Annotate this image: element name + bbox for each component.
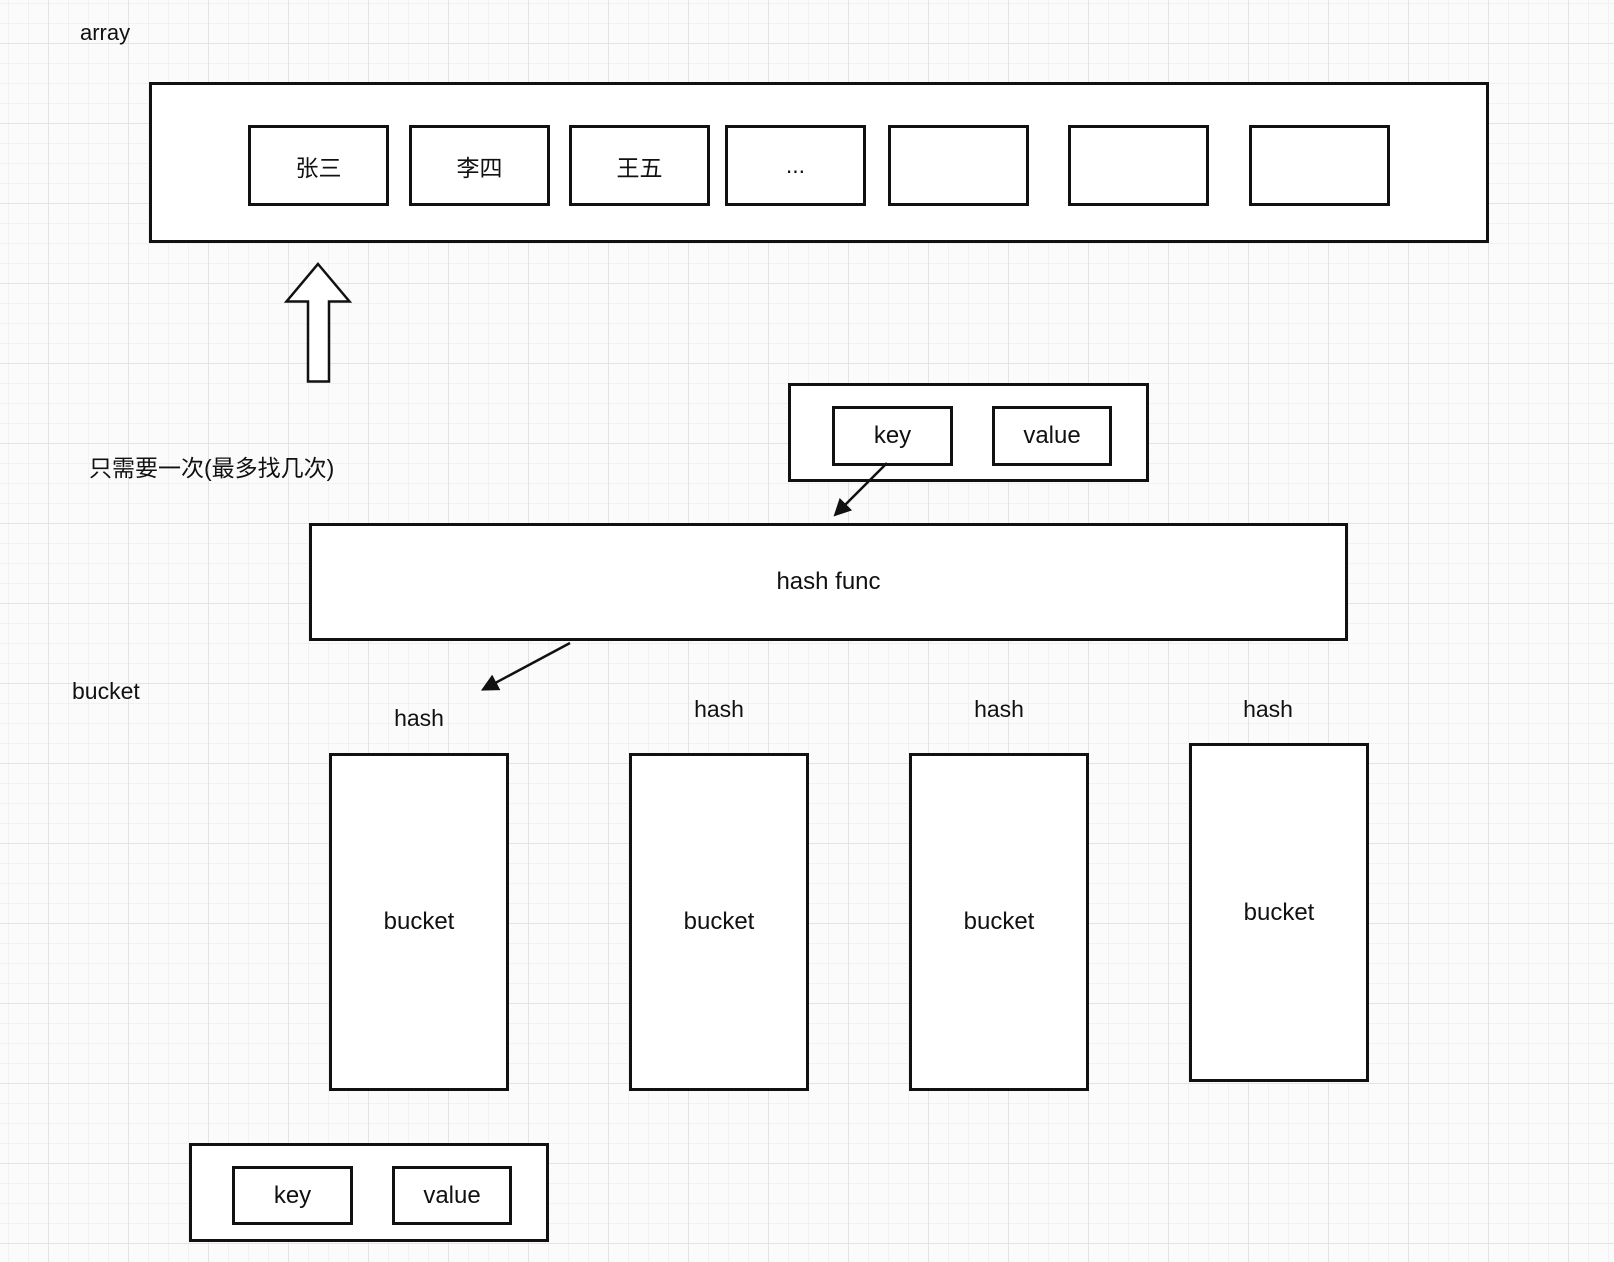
array-container: 张三 李四 王五 ... <box>149 82 1489 243</box>
array-up-arrow <box>283 262 353 383</box>
bucket-box: bucket <box>629 753 809 1091</box>
bucket-box: bucket <box>909 753 1089 1091</box>
bucket-hash-label: hash <box>1243 696 1293 722</box>
kv-pair-top: key value <box>788 383 1149 482</box>
key-box: key <box>832 406 953 466</box>
bucket-hash-label: hash <box>394 705 444 731</box>
array-cell: 王五 <box>569 125 710 206</box>
array-section-label: array <box>80 20 131 45</box>
array-cell: ... <box>725 125 866 206</box>
bucket-section-label: bucket <box>72 678 140 704</box>
key-box: key <box>232 1166 353 1225</box>
value-box: value <box>992 406 1112 466</box>
array-cell: 李四 <box>409 125 550 206</box>
hash-func-box: hash func <box>309 523 1348 641</box>
note-text: 只需要一次(最多找几次) <box>89 455 335 481</box>
array-cell <box>1068 125 1209 206</box>
bucket-hash-label: hash <box>974 696 1024 722</box>
array-cell <box>888 125 1029 206</box>
value-box: value <box>392 1166 512 1225</box>
bucket-hash-label: hash <box>694 696 744 722</box>
array-cell <box>1249 125 1390 206</box>
array-cell: 张三 <box>248 125 389 206</box>
hashfunc-to-bucket-arrow <box>480 641 571 691</box>
bucket-box: bucket <box>329 753 509 1091</box>
bucket-box: bucket <box>1189 743 1369 1082</box>
kv-pair-bottom: key value <box>189 1143 549 1242</box>
